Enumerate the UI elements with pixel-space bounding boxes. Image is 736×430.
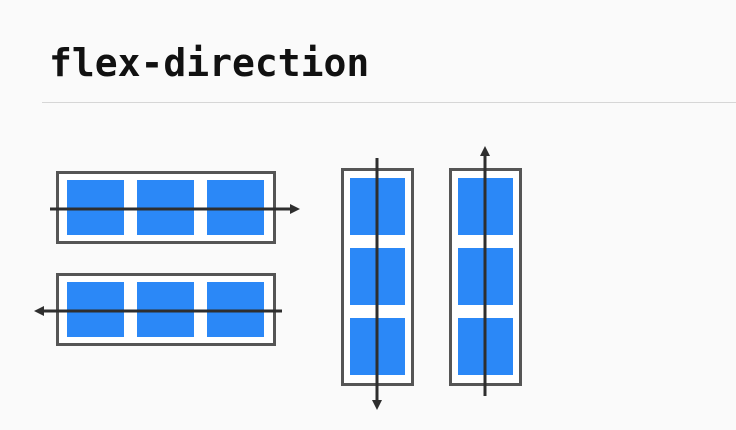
diagram-row-reverse [34,273,282,346]
title-divider [42,102,736,103]
diagram-column [341,158,414,410]
page-title: flex-direction [49,41,370,85]
diagram-column-reverse [449,146,522,396]
diagram-row [50,171,300,244]
